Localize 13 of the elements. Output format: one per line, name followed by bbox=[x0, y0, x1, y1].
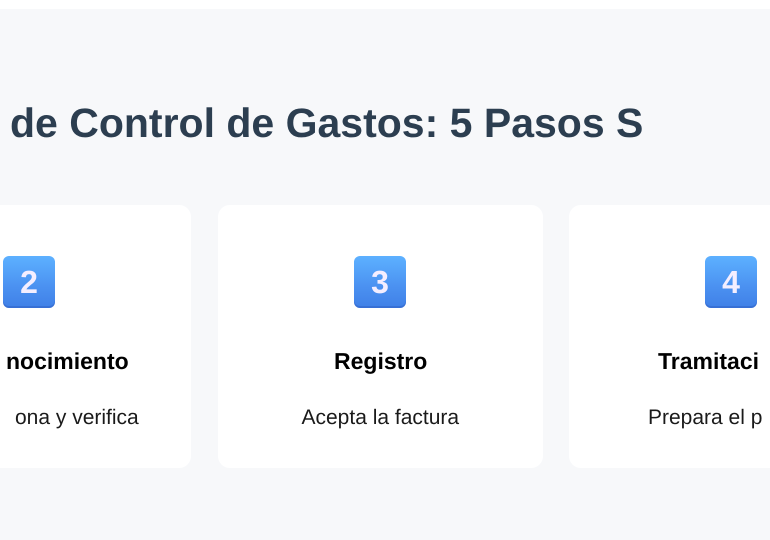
step-card bbox=[569, 205, 770, 468]
step-number: 3 bbox=[354, 256, 406, 308]
page-title: de Control de Gastos: 5 Pasos S bbox=[10, 99, 644, 148]
step-card bbox=[0, 205, 191, 468]
step-number: 4 bbox=[705, 256, 757, 308]
step-title: nocimiento bbox=[6, 347, 129, 375]
step-title: Registro bbox=[334, 347, 428, 375]
step-description: Prepara el p bbox=[648, 405, 762, 431]
step-description: ona y verifica bbox=[15, 405, 139, 431]
step-card bbox=[218, 205, 543, 468]
step-number: 2 bbox=[3, 256, 55, 308]
step-title: Tramitaci bbox=[658, 347, 759, 375]
step-description: Acepta la factura bbox=[302, 405, 460, 431]
